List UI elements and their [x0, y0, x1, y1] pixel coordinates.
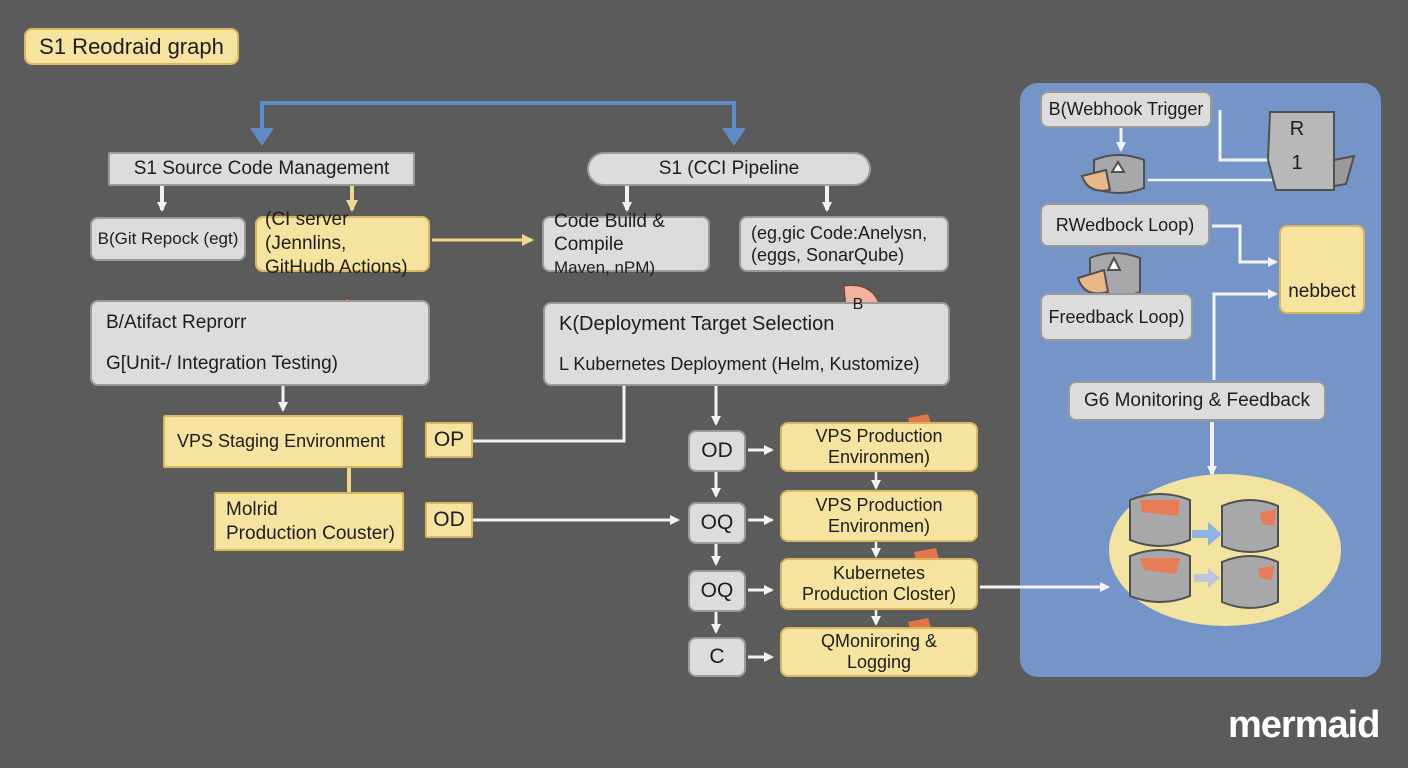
node-label-line2: Production Couster): [226, 522, 395, 544]
edge-wedbock-nebbect: [1212, 224, 1278, 267]
node-label: 1: [1291, 151, 1303, 174]
node-label-line1: K(Deployment Target Selection: [559, 313, 835, 336]
node-label-line2: G[Unit-/ Integration Testing): [106, 352, 338, 374]
edge-monitor-nebbect: [1212, 289, 1278, 380]
node-label-line1: (CI server (Jennlins,: [265, 209, 349, 255]
node-od-left: OD: [425, 502, 473, 538]
node-nebbect: nebbect: [1279, 225, 1365, 314]
r1-device-icon: [1266, 111, 1356, 191]
node-label: B(Webhook Trigger: [1048, 99, 1204, 120]
server-accent-icon: [1140, 500, 1276, 580]
node-vps-staging: VPS Staging Environment: [163, 415, 403, 468]
node-code-build: Code Build & Compile Maven, nPM): [542, 211, 710, 277]
node-r: R: [1282, 116, 1312, 142]
node-vps-prod-2: VPS Production Environmen): [780, 490, 978, 542]
node-label-line2: Maven, nPM): [554, 258, 656, 278]
node-label-line1: Kubernetes: [832, 563, 926, 584]
node-git-repo: B(Git Repock (egt): [90, 217, 246, 261]
diagram-title: S1 Reodraid graph: [24, 28, 239, 65]
node-label-line2: Environmen): [827, 447, 931, 467]
node-label: OQ: [700, 578, 734, 602]
flow-arrow-icon: [1192, 522, 1222, 546]
deploy-badge-label: B: [846, 292, 870, 318]
edge-blue-loop: [260, 101, 736, 138]
node-label-line2: GitHudb Actions): [265, 256, 408, 278]
node-label-line2: Environmen): [827, 516, 931, 536]
node-feedback-loop: Freedback Loop): [1040, 293, 1193, 341]
node-wedbock-loop: RWedbock Loop): [1040, 203, 1210, 247]
database-icon: [1080, 154, 1145, 194]
node-ci-server: (CI server (Jennlins, GitHudb Actions): [255, 209, 430, 278]
node-webhook-trigger: B(Webhook Trigger: [1040, 91, 1212, 128]
node-label: OP: [433, 427, 465, 451]
node-monitoring-feedback: G6 Monitoring & Feedback: [1068, 381, 1326, 421]
node-label-line1: VPS Production: [815, 495, 943, 516]
node-k8s-prod: Kubernetes Production Closter): [780, 558, 978, 610]
node-label: R: [1289, 117, 1305, 140]
edge-blue-head-left: [250, 128, 274, 146]
node-one: 1: [1282, 150, 1312, 176]
node-label: C: [709, 644, 725, 668]
node-label: VPS Staging Environment: [177, 431, 386, 452]
node-label-line2: (eggs, SonarQube): [751, 245, 905, 265]
node-label: nebbect: [1288, 281, 1356, 303]
node-oq-1: OQ: [688, 502, 746, 544]
node-deployment: K(Deployment Target Selection L Kubernet…: [543, 302, 950, 386]
node-label: OD: [701, 438, 733, 462]
node-monitoring-logging: QMoniroring & Logging: [780, 627, 978, 677]
node-label-line1: VPS Production: [815, 426, 943, 447]
node-label-line1: (eg,gic Code:Anelysn,: [751, 222, 928, 243]
node-oq-2: OQ: [688, 570, 746, 612]
node-label-line2: Logging: [846, 652, 912, 672]
edge-blue-head-right: [722, 128, 746, 146]
node-label: B: [852, 296, 864, 313]
node-code-analysis: (eg,gic Code:Anelysn, (eggs, SonarQube): [739, 216, 949, 272]
brand-text: mermaid: [1228, 704, 1380, 746]
node-label-line1: QMoniroring &: [820, 631, 938, 652]
node-c: C: [688, 637, 746, 677]
node-artifact-testing: B/Atifact Reprorr G[Unit-/ Integration T…: [90, 300, 430, 386]
brand-logo: mermaid: [1228, 704, 1398, 752]
node-op: OP: [425, 422, 473, 458]
node-label: OQ: [700, 510, 734, 534]
node-label: S1 Source Code Management: [133, 158, 390, 180]
node-label: RWedbock Loop): [1055, 214, 1195, 235]
node-label-line1: Molrid: [226, 498, 278, 520]
node-label-line2: Production Closter): [801, 584, 957, 604]
node-label-line1: Code Build & Compile: [554, 210, 665, 256]
node-label-line2: L Kubernetes Deployment (Helm, Kustomize…: [559, 354, 920, 375]
node-source-code-mgmt: S1 Source Code Management: [108, 152, 415, 186]
node-molrid: Molrid Production Couster): [214, 492, 404, 551]
flow-arrow-icon-2: [1194, 568, 1220, 588]
node-label: S1 (CCI Pipeline: [658, 158, 800, 180]
node-label: G6 Monitoring & Feedback: [1083, 390, 1310, 412]
edge-webhook-r1: [1218, 110, 1268, 162]
node-label: Freedback Loop): [1048, 306, 1185, 327]
database-icon-2: [1076, 252, 1141, 298]
node-od: OD: [688, 430, 746, 472]
node-label: B(Git Repock (egt): [97, 229, 239, 249]
node-label-line1: B/Atifact Reprorr: [106, 311, 247, 333]
node-vps-prod-1: VPS Production Environmen): [780, 422, 978, 472]
edge-op-deploy: [473, 386, 626, 443]
node-ci-pipeline: S1 (CCI Pipeline: [587, 152, 871, 186]
node-label: OD: [433, 507, 465, 531]
